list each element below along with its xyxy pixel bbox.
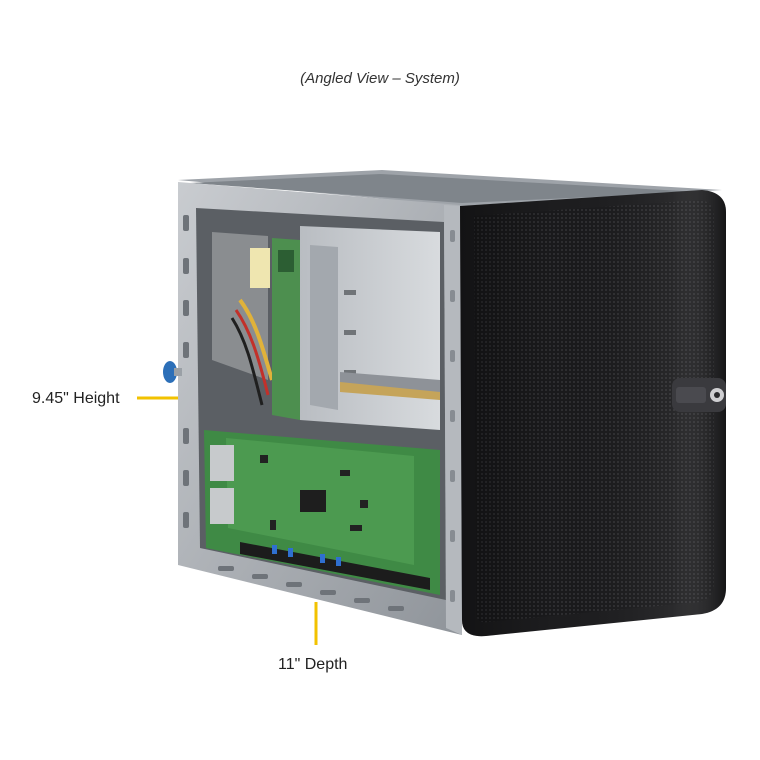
motherboard <box>204 430 440 595</box>
riser-card <box>272 238 300 420</box>
depth-label: 11" Depth <box>278 656 348 673</box>
front-bezel <box>460 190 726 637</box>
drive-cage <box>300 226 440 430</box>
bezel-lock <box>672 378 726 412</box>
chassis-top <box>178 170 722 206</box>
thumbscrew <box>163 361 182 383</box>
view-caption: (Angled View – System) <box>300 70 460 87</box>
height-label: 9.45" Height <box>32 390 120 407</box>
power-supply <box>212 232 274 406</box>
